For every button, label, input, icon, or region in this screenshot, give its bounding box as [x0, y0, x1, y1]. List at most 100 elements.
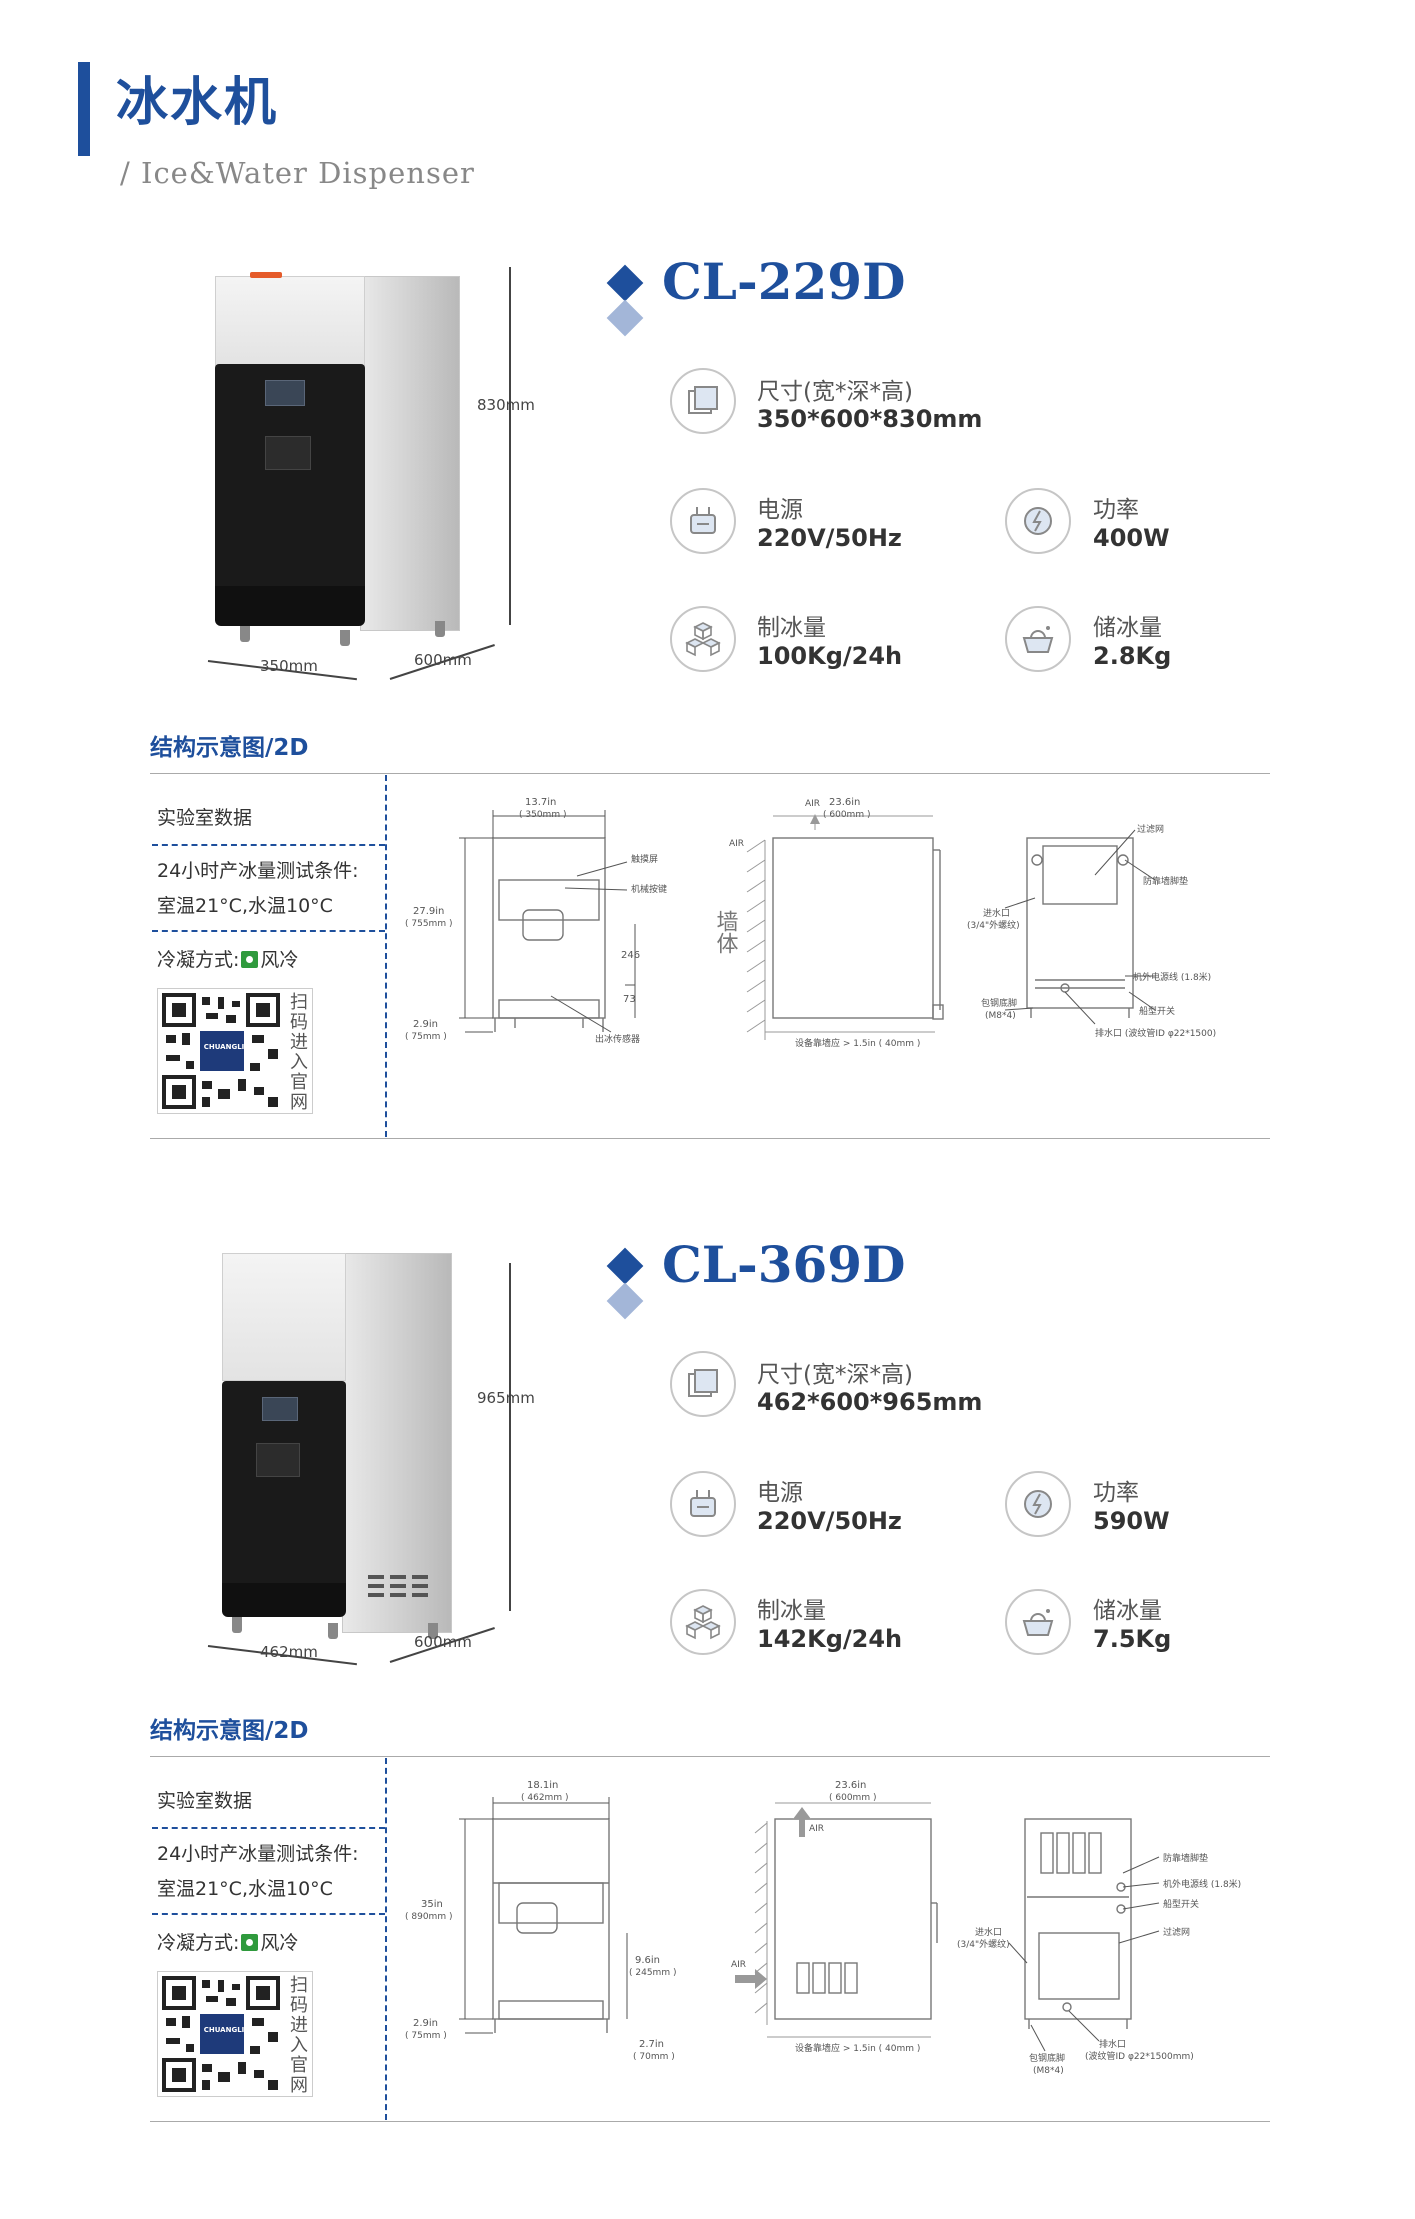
- ice-output-label: 制冰量: [757, 1598, 826, 1624]
- qr-brand: CHUANGLI: [203, 1043, 245, 1051]
- svg-text:23.6in: 23.6in: [829, 797, 860, 808]
- power-label: 电源: [757, 497, 803, 523]
- lab-condition-2: 室温21°C,水温10°C: [157, 1878, 333, 1900]
- svg-text:AIR: AIR: [805, 799, 820, 809]
- wattage-bolt-icon: [1005, 1471, 1071, 1537]
- svg-text:排水口 (波纹管ID φ22*1500): 排水口 (波纹管ID φ22*1500): [1095, 1027, 1216, 1039]
- qr-scan-label: 扫码进入官网: [290, 992, 308, 1113]
- wattage-value: 590W: [1093, 1507, 1170, 1535]
- depth-dimension: 600mm: [414, 651, 472, 669]
- qr-code-card[interactable]: CHUANGLI 扫码进入官网: [157, 988, 313, 1114]
- size-label: 尺寸(宽*深*高): [757, 1362, 913, 1388]
- model-name: CL-229D: [662, 252, 906, 311]
- svg-text:( 75mm ): ( 75mm ): [405, 2031, 447, 2041]
- ice-output-label: 制冰量: [757, 615, 826, 641]
- product-photo: [218, 1253, 458, 1643]
- svg-text:23.6in: 23.6in: [835, 1780, 866, 1791]
- wattage-bolt-icon: [1005, 488, 1071, 554]
- wattage-label: 功率: [1093, 1480, 1139, 1506]
- svg-text:防靠墙脚垫: 防靠墙脚垫: [1143, 875, 1188, 887]
- qr-brand: CHUANGLI: [203, 2026, 245, 2034]
- svg-text:73: 73: [623, 994, 636, 1005]
- section-divider: [150, 773, 1270, 774]
- svg-text:AIR: AIR: [729, 839, 744, 849]
- size-value: 350*600*830mm: [757, 405, 983, 433]
- svg-text:防靠墙脚垫: 防靠墙脚垫: [1163, 1852, 1208, 1864]
- ice-storage-label: 储冰量: [1093, 1598, 1162, 1624]
- svg-text:(3/4"外螺纹): (3/4"外螺纹): [957, 1938, 1010, 1950]
- size-cube-icon: [670, 368, 736, 434]
- svg-text:包钢底脚: 包钢底脚: [1029, 2052, 1065, 2064]
- svg-text:AIR: AIR: [731, 1960, 746, 1970]
- svg-text:出冰传感器: 出冰传感器: [595, 1033, 640, 1045]
- section-bottom-divider: [150, 1138, 1270, 1139]
- svg-text:机外电源线 (1.8米): 机外电源线 (1.8米): [1133, 971, 1211, 983]
- width-dimension: 462mm: [260, 1643, 318, 1661]
- svg-text:设备靠墙应 > 1.5in ( 40mm ): 设备靠墙应 > 1.5in ( 40mm ): [795, 2042, 920, 2054]
- svg-text:2.9in: 2.9in: [413, 2018, 438, 2029]
- svg-text:(M8*4): (M8*4): [1033, 2066, 1064, 2076]
- ice-output-value: 142Kg/24h: [757, 1625, 903, 1653]
- power-value: 220V/50Hz: [757, 1507, 902, 1535]
- svg-text:机外电源线 (1.8米): 机外电源线 (1.8米): [1163, 1878, 1241, 1890]
- section-bottom-divider: [150, 2121, 1270, 2122]
- model-diamond-light-icon: [606, 299, 644, 337]
- svg-text:2.9in: 2.9in: [413, 1019, 438, 1030]
- lab-title: 实验室数据: [157, 807, 253, 829]
- svg-text:排水口: 排水口: [1099, 2038, 1126, 2050]
- product-block-cl229d: 830mm 350mm 600mm CL-229D 尺寸(宽*深*高) 350*…: [0, 240, 1415, 1140]
- height-dimension: 965mm: [477, 1389, 535, 1407]
- depth-dimension: 600mm: [414, 1633, 472, 1651]
- power-label: 电源: [757, 1480, 803, 1506]
- svg-text:船型开关: 船型开关: [1163, 1898, 1199, 1910]
- svg-text:( 890mm ): ( 890mm ): [405, 1912, 452, 1922]
- lab-title: 实验室数据: [157, 1790, 253, 1812]
- svg-text:27.9in: 27.9in: [413, 906, 444, 917]
- svg-text:( 755mm ): ( 755mm ): [405, 919, 452, 929]
- svg-text:过滤网: 过滤网: [1163, 1926, 1190, 1938]
- qr-code-card[interactable]: CHUANGLI 扫码进入官网: [157, 1971, 313, 2097]
- svg-text:包钢底脚: 包钢底脚: [981, 997, 1017, 1009]
- lab-condition-1: 24小时产冰量测试条件:: [157, 860, 359, 882]
- power-plug-icon: [670, 488, 736, 554]
- section-title: 结构示意图/2D: [150, 735, 309, 761]
- fan-icon: [241, 951, 259, 968]
- power-plug-icon: [670, 1471, 736, 1537]
- model-diamond-light-icon: [606, 1282, 644, 1320]
- height-dimension: 830mm: [477, 396, 535, 414]
- svg-text:AIR: AIR: [809, 1824, 824, 1834]
- svg-text:13.7in: 13.7in: [525, 797, 556, 808]
- title-accent-bar: [78, 62, 90, 156]
- ice-cubes-icon: [670, 606, 736, 672]
- wattage-value: 400W: [1093, 524, 1170, 552]
- wattage-label: 功率: [1093, 497, 1139, 523]
- svg-text:35in: 35in: [421, 1899, 443, 1910]
- model-diamond-icon: [606, 1247, 644, 1285]
- ice-output-value: 100Kg/24h: [757, 642, 903, 670]
- svg-text:(3/4"外螺纹): (3/4"外螺纹): [967, 919, 1020, 931]
- svg-text:( 75mm ): ( 75mm ): [405, 1032, 447, 1042]
- structure-drawing: 18.1in ( 462mm ) 35in ( 890mm ) 2.9in ( …: [405, 1780, 1241, 2076]
- svg-text:18.1in: 18.1in: [527, 1780, 558, 1791]
- svg-text:( 600mm ): ( 600mm ): [823, 810, 870, 820]
- product-block-cl369d: 965mm 462mm 600mm CL-369D 尺寸(宽*深*高) 462*…: [0, 1223, 1415, 2123]
- svg-text:9.6in: 9.6in: [635, 1955, 660, 1966]
- svg-text:(M8*4): (M8*4): [985, 1011, 1016, 1021]
- width-dimension: 350mm: [260, 657, 318, 675]
- lab-divider-vertical: [385, 775, 387, 1137]
- cooling-method: 冷凝方式:风冷: [157, 1932, 299, 1954]
- svg-text:船型开关: 船型开关: [1139, 1005, 1175, 1017]
- ice-storage-value: 2.8Kg: [1093, 642, 1172, 670]
- svg-text:( 70mm ): ( 70mm ): [633, 2052, 675, 2062]
- svg-text:( 245mm ): ( 245mm ): [629, 1968, 676, 1978]
- svg-text:( 462mm ): ( 462mm ): [521, 1793, 568, 1803]
- ice-bin-icon: [1005, 1589, 1071, 1655]
- svg-text:(波纹管ID φ22*1500mm): (波纹管ID φ22*1500mm): [1085, 2050, 1194, 2062]
- svg-text:( 350mm ): ( 350mm ): [519, 810, 566, 820]
- model-diamond-icon: [606, 264, 644, 302]
- qr-scan-label: 扫码进入官网: [290, 1975, 308, 2096]
- svg-text:墙体: 墙体: [713, 910, 739, 954]
- section-title: 结构示意图/2D: [150, 1718, 309, 1744]
- section-divider: [150, 1756, 1270, 1757]
- qr-code: [162, 993, 280, 1109]
